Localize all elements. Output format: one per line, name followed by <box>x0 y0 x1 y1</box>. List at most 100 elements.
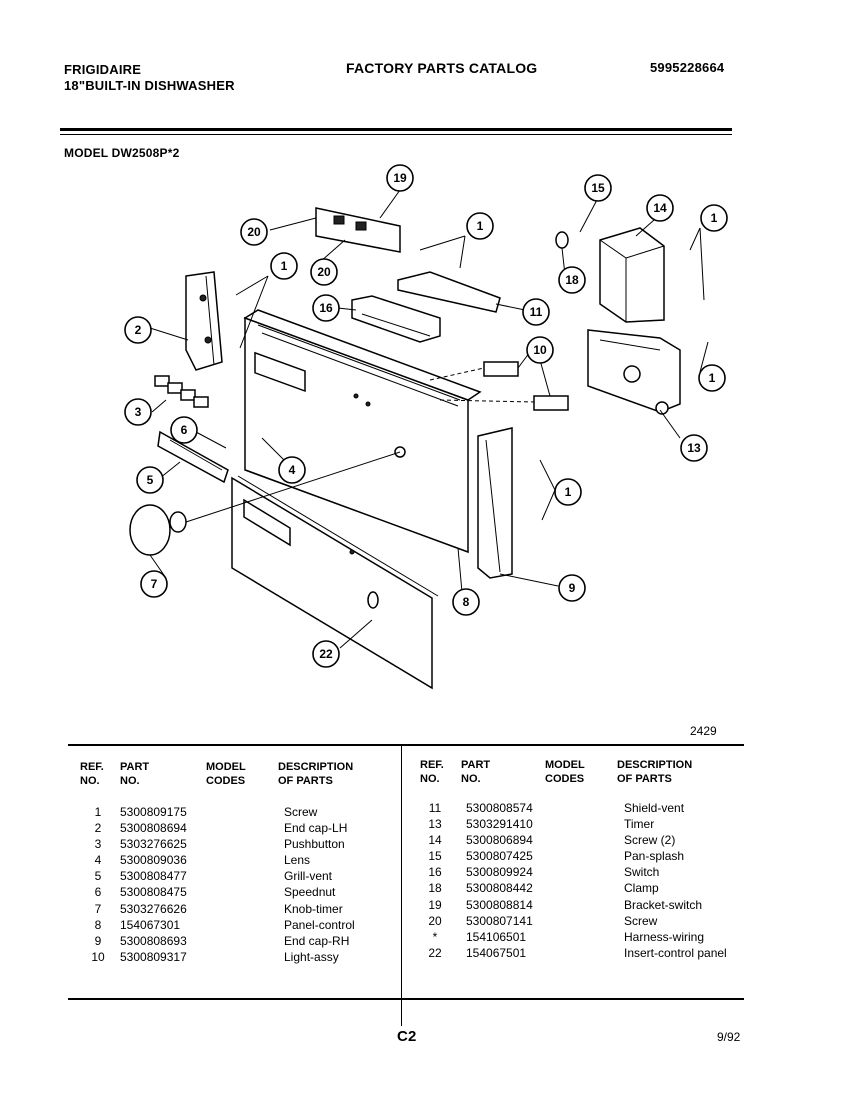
insert-control-panel-part <box>231 475 439 690</box>
table-cell-part: 5300808442 <box>466 881 533 896</box>
table-cell-ref: 13 <box>428 817 442 832</box>
table-cell-part: 5300809036 <box>120 853 187 868</box>
table-cell-desc: Panel-control <box>284 917 355 932</box>
pan-splash-part <box>599 227 665 323</box>
page-number: C2 <box>397 1028 417 1045</box>
table-cell-ref: 20 <box>428 913 442 928</box>
callout-1: 1 <box>466 212 494 240</box>
svg-text:6: 6 <box>181 423 188 437</box>
table-cell-ref: * <box>432 929 438 944</box>
header-rule <box>60 128 732 131</box>
svg-text:1: 1 <box>709 371 716 385</box>
figure-number: 2429 <box>690 724 717 738</box>
callout-15: 15 <box>584 174 612 202</box>
table-cell-ref: 16 <box>428 865 442 880</box>
table-cell-ref: 2 <box>94 821 102 836</box>
table-cell-part: 5303276626 <box>120 901 187 916</box>
table-cell-ref: 11 <box>428 801 442 815</box>
svg-text:13: 13 <box>687 441 701 455</box>
callout-5: 5 <box>136 466 164 494</box>
callout-19: 19 <box>386 164 414 192</box>
table-cell-part: 5300809175 <box>120 805 187 819</box>
table-cell-ref: 19 <box>428 897 442 912</box>
table-cell-desc: Speednut <box>284 885 336 900</box>
callout-1: 1 <box>698 364 726 392</box>
callout-1: 1 <box>700 204 728 232</box>
table-cell-part: 5303291410 <box>466 817 533 832</box>
svg-text:3: 3 <box>135 405 142 419</box>
switch-part <box>351 295 441 343</box>
pushbutton-part <box>154 375 209 408</box>
table-cell-part: 5300808475 <box>120 885 187 900</box>
callout-14: 14 <box>646 194 674 222</box>
callout-16: 16 <box>312 294 340 322</box>
col-part-right: PART NO. <box>461 759 491 785</box>
table-cell-part: 154067301 <box>120 917 181 932</box>
end-cap-rh-part <box>477 427 513 579</box>
table-cell-desc: Bracket-switch <box>624 897 703 912</box>
grill-vent-part <box>157 430 229 484</box>
shield-vent-part <box>397 271 501 313</box>
table-cell-part: 5300808693 <box>120 933 187 948</box>
table-cell-desc: Light-assy <box>284 949 339 964</box>
svg-text:18: 18 <box>565 273 579 287</box>
end-cap-lh-part <box>185 271 223 371</box>
callout-20: 20 <box>310 258 338 286</box>
table-cell-part: 5300808694 <box>120 821 187 836</box>
callout-13: 13 <box>680 434 708 462</box>
callout-22: 22 <box>312 640 340 668</box>
table-cell-part: 5300808814 <box>466 897 533 912</box>
model-label: MODEL DW2508P*2 <box>64 146 180 160</box>
table-cell-desc: Switch <box>624 865 660 880</box>
table-cell-part: 5300809317 <box>120 949 187 964</box>
callout-7: 7 <box>140 570 168 598</box>
col-desc-left: DESCRIPTION OF PARTS <box>278 761 354 787</box>
col-model-left: MODEL CODES <box>206 761 246 787</box>
brand-name: FRIGIDAIRE <box>64 62 142 77</box>
table-cell-ref: 8 <box>94 917 102 932</box>
product-name: 18"BUILT-IN DISHWASHER <box>64 78 235 93</box>
table-cell-desc: Timer <box>624 817 655 832</box>
catalog-title: FACTORY PARTS CATALOG <box>346 60 538 76</box>
table-cell-part: 5300808477 <box>120 869 187 884</box>
svg-text:1: 1 <box>711 211 718 225</box>
table-cell-part: 5303276625 <box>120 837 187 852</box>
svg-text:4: 4 <box>289 463 296 477</box>
svg-text:9: 9 <box>569 581 576 595</box>
callout-18: 18 <box>558 266 586 294</box>
table-cell-ref: 18 <box>428 881 442 896</box>
svg-text:15: 15 <box>591 181 605 195</box>
doc-number: 5995228664 <box>650 60 725 75</box>
svg-text:10: 10 <box>533 343 547 357</box>
table-cell-ref: 7 <box>94 901 102 916</box>
table-cell-desc: Pushbutton <box>284 837 345 852</box>
callout-3: 3 <box>124 398 152 426</box>
col-desc-right: DESCRIPTION OF PARTS <box>617 759 693 785</box>
svg-text:1: 1 <box>281 259 288 273</box>
bracket-switch-part <box>315 207 401 253</box>
table-cell-ref: 14 <box>428 833 442 848</box>
svg-text:8: 8 <box>463 595 470 609</box>
callout-20: 20 <box>240 218 268 246</box>
svg-text:7: 7 <box>151 577 158 591</box>
table-cell-ref: 4 <box>94 853 102 868</box>
table-cell-part: 154067501 <box>466 945 527 960</box>
svg-text:1: 1 <box>477 219 484 233</box>
table-cell-part: 5300807141 <box>466 913 533 928</box>
table-cell-ref: 6 <box>94 885 102 900</box>
svg-text:19: 19 <box>393 171 407 185</box>
col-part-left: PART NO. <box>120 761 150 787</box>
leader-lines <box>149 189 709 649</box>
svg-text:11: 11 <box>530 305 543 319</box>
table-cell-ref: 1 <box>94 805 102 819</box>
table-cell-desc: Clamp <box>624 881 659 896</box>
table-cell-desc: End cap-RH <box>284 933 350 948</box>
table-cell-ref: 10 <box>91 949 105 964</box>
table-cell-part: 5300806894 <box>466 833 533 848</box>
light-assy-part <box>429 361 569 411</box>
table-cell-part: 5300807425 <box>466 849 533 864</box>
table-cell-part: 5300808574 <box>466 801 533 815</box>
table-cell-desc: Screw <box>284 805 318 819</box>
